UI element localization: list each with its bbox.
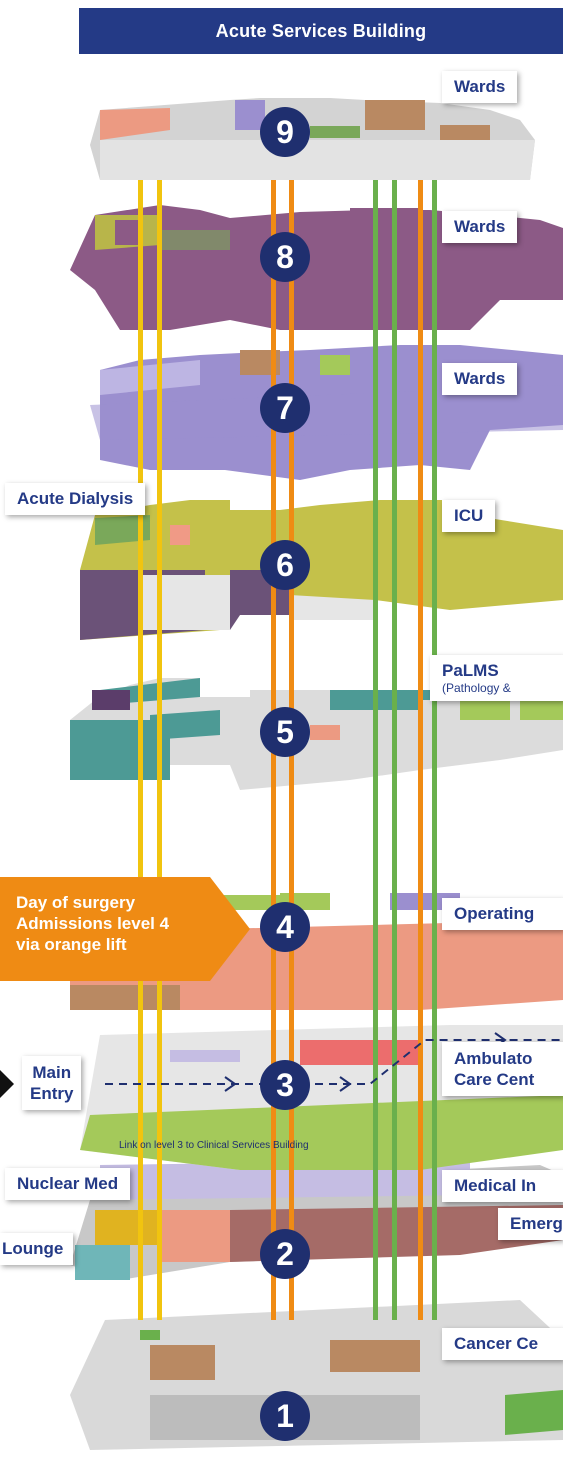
- callout-acute-dialysis[interactable]: Acute Dialysis: [5, 483, 146, 515]
- entry-arrow-icon: [0, 1070, 14, 1098]
- callout-nuclear-med[interactable]: Nuclear Med: [5, 1168, 131, 1200]
- level-badge-4[interactable]: 4: [260, 902, 310, 952]
- callout-ambulatory-line1: Ambulato: [454, 1049, 533, 1068]
- level-2-floor: [70, 1160, 563, 1280]
- main-entry-line2: Entry: [30, 1084, 74, 1103]
- callout-palms-title: PaLMS: [442, 661, 499, 680]
- level-8-floor: [70, 205, 563, 330]
- level-badge-6[interactable]: 6: [260, 540, 310, 590]
- entry-link-path: [105, 1039, 563, 1085]
- page-title: Acute Services Building: [79, 8, 563, 54]
- level-badge-8[interactable]: 8: [260, 232, 310, 282]
- level-1-floor: [70, 1300, 563, 1450]
- callout-emergency[interactable]: Emerg: [498, 1208, 563, 1240]
- link-note: Link on level 3 to Clinical Services Bui…: [119, 1140, 309, 1151]
- callout-level-7-wards[interactable]: Wards: [442, 363, 518, 395]
- callout-ambulatory-line2: Care Cent: [454, 1070, 535, 1089]
- callout-operating[interactable]: Operating: [442, 898, 563, 930]
- main-entry-line1: Main: [32, 1063, 72, 1082]
- level-6-floor: [80, 500, 563, 640]
- callout-ambulatory[interactable]: Ambulato Care Cent: [442, 1042, 563, 1096]
- surgery-line-3: via orange lift: [16, 935, 127, 954]
- callout-level-8-wards[interactable]: Wards: [442, 211, 518, 243]
- surgery-line-2: Admissions level 4: [16, 914, 170, 933]
- callout-palms[interactable]: PaLMS (Pathology &: [430, 655, 563, 701]
- callout-level-9-wards[interactable]: Wards: [442, 71, 518, 103]
- level-badge-2[interactable]: 2: [260, 1229, 310, 1279]
- level-badge-9[interactable]: 9: [260, 107, 310, 157]
- level-9-floor: [90, 98, 535, 180]
- level-badge-3[interactable]: 3: [260, 1060, 310, 1110]
- main-entry-label[interactable]: Main Entry: [22, 1056, 82, 1110]
- level-5-floor: [70, 678, 563, 790]
- callout-medical[interactable]: Medical In: [442, 1170, 563, 1202]
- level-badge-1[interactable]: 1: [260, 1391, 310, 1441]
- callout-icu[interactable]: ICU: [442, 500, 496, 532]
- surgery-line-1: Day of surgery: [16, 893, 136, 912]
- callout-lounge[interactable]: Lounge: [0, 1233, 74, 1265]
- day-of-surgery-banner: Day of surgery Admissions level 4 via or…: [0, 877, 250, 981]
- level-badge-7[interactable]: 7: [260, 383, 310, 433]
- callout-palms-subtitle: (Pathology &: [442, 681, 511, 695]
- level-badge-5[interactable]: 5: [260, 707, 310, 757]
- callout-cancer[interactable]: Cancer Ce: [442, 1328, 563, 1360]
